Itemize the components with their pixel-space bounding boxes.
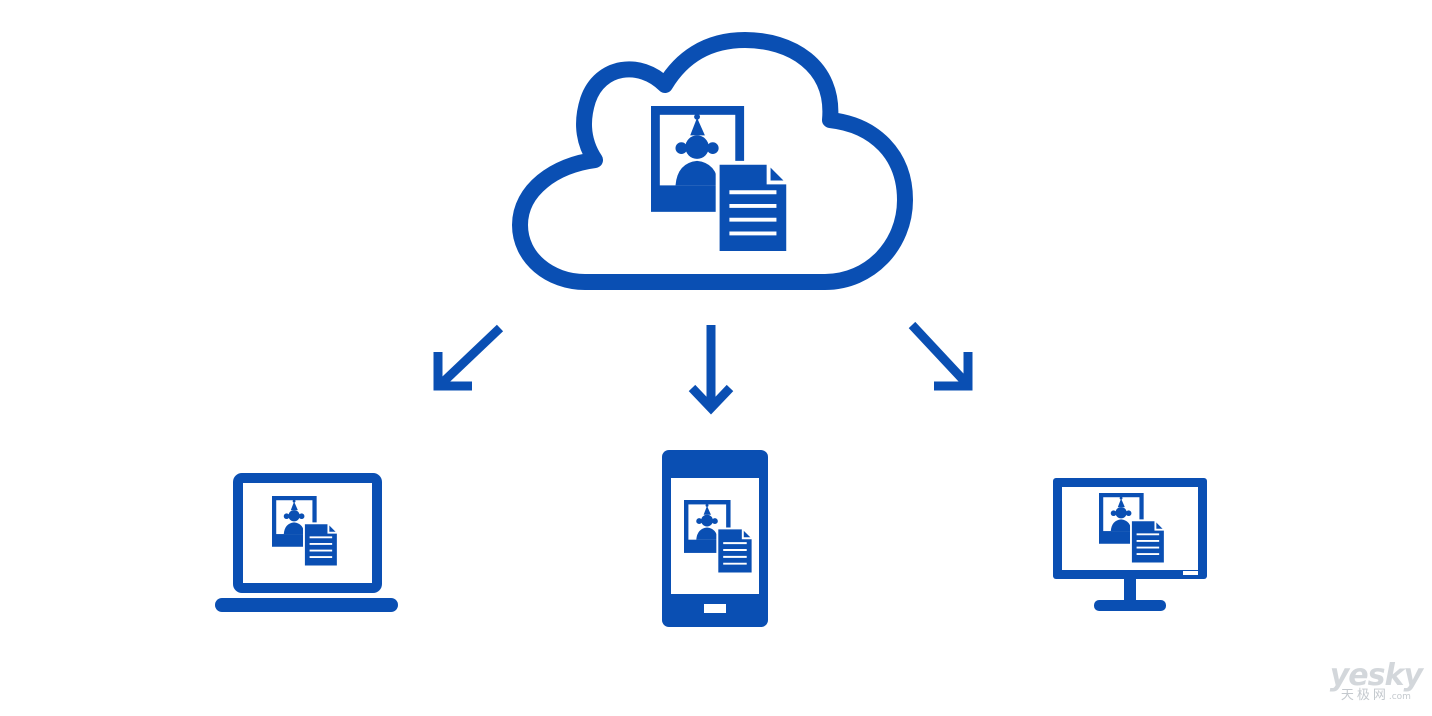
arrow-left-icon: [433, 324, 504, 391]
watermark-brand: yesky: [1329, 658, 1423, 693]
watermark-logo: yesky 天极网.com: [1329, 658, 1423, 703]
arrow-right-icon: [908, 321, 973, 391]
arrow-down-icon: [688, 325, 734, 415]
watermark-sub: 天极网.com: [1340, 688, 1411, 703]
